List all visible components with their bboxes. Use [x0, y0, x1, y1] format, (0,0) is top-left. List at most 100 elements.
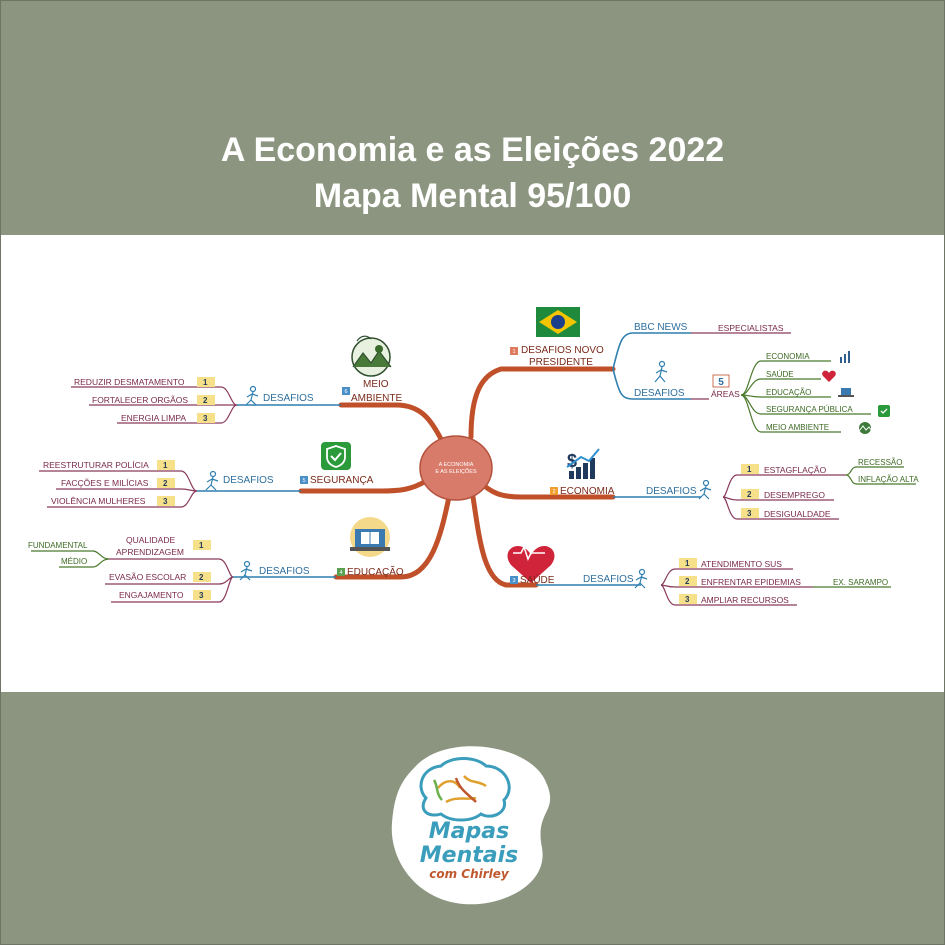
branch-number-badge — [300, 476, 308, 484]
svg-text:$: $ — [567, 451, 577, 471]
laptop-book-icon — [350, 517, 390, 557]
item-faccoes: FACÇÕES E MILÍCIAS — [61, 478, 149, 488]
central-node[interactable]: A ECONOMIA E AS ELEIÇÕES — [419, 435, 493, 501]
brain-logo-icon — [419, 757, 511, 822]
branch-number-badge — [510, 347, 518, 355]
mini-heart-icon — [822, 370, 836, 382]
item-violencia: VIOLÊNCIA MULHERES — [51, 496, 146, 506]
logo-badge — [391, 746, 551, 905]
bbc-news-label: BBC NEWS — [634, 322, 688, 333]
page-title: A Economia e as Eleições 2022 — [220, 131, 725, 169]
item-desemprego: DESEMPREGO — [764, 490, 825, 500]
especialistas-label: ESPECIALISTAS — [718, 323, 784, 333]
mini-laptop-icon — [838, 388, 854, 397]
rank-badge-3: 3 — [197, 413, 215, 423]
header-band: A Economia e as Eleições 2022 Mapa Menta… — [1, 1, 944, 235]
item-estagflacao: ESTAGFLAÇÃO — [764, 465, 827, 475]
shield-check-icon — [321, 442, 351, 470]
item-desigualdade: DESIGUALDADE — [764, 509, 831, 519]
branch-number-badge — [337, 568, 345, 576]
branch-presidente[interactable]: 1 DESAFIOS NOVO PRESIDENTE BBC NEWS ESPE… — [510, 307, 890, 434]
areas-count: 5 — [718, 377, 724, 388]
branch-line-seguranca — [298, 478, 429, 494]
branch-number: 3 — [512, 578, 515, 584]
rank-badge-2: 2 — [197, 395, 215, 405]
heart-pulse-icon — [507, 545, 555, 583]
area-educacao: EDUCAÇÃO — [766, 388, 811, 397]
branch-number-badge — [510, 576, 518, 584]
logo-text-mapas: Mapas — [428, 819, 510, 844]
desafios-label: DESAFIOS — [583, 574, 634, 585]
branch-title-line1: DESAFIOS NOVO — [521, 345, 604, 356]
walking-person-icon — [634, 568, 648, 589]
item-qualidade-1: QUALIDADE — [126, 535, 175, 545]
branch-number-badge — [550, 487, 558, 495]
branch-title: ECONOMIA — [560, 486, 615, 497]
svg-text:1: 1 — [685, 559, 690, 568]
mind-map-panel: .t{font-family:"Liberation Sans",sans-se… — [1, 235, 944, 692]
branch-line-saude — [470, 494, 539, 588]
desafios-label: DESAFIOS — [646, 486, 697, 497]
svg-text:1: 1 — [747, 465, 752, 474]
rank-badge-1: 1 — [157, 460, 175, 470]
item-medio: MÉDIO — [61, 557, 87, 566]
rank-badge-1: 1 — [197, 377, 215, 387]
rank-badge-2: 2 — [193, 572, 211, 582]
item-atendimento-sus: ATENDIMENTO SUS — [701, 559, 782, 569]
svg-text:3: 3 — [685, 595, 690, 604]
branch-saude[interactable]: 3 SAÚDE DESAFIOS 1 2 3 ATENDIMENTO SUS — [507, 545, 891, 606]
walking-person-icon — [239, 560, 253, 581]
svg-text:2: 2 — [685, 577, 690, 586]
growth-chart-icon: $ — [566, 448, 600, 479]
item-reduzir-desmatamento: REDUZIR DESMATAMENTO — [74, 377, 185, 387]
rank-badge-3: 3 — [193, 590, 211, 600]
desafios-label: DESAFIOS — [223, 475, 274, 486]
desafios-label: DESAFIOS — [634, 388, 685, 399]
branch-title-line2: AMBIENTE — [351, 393, 402, 404]
item-engajamento: ENGAJAMENTO — [119, 590, 184, 600]
areas-label: ÁREAS — [711, 389, 740, 399]
branch-number: 4 — [339, 570, 342, 576]
branch-economia[interactable]: $ 2 ECONOMIA DESAFIOS — [550, 448, 919, 520]
item-qualidade-2: APRENDIZAGEM — [116, 547, 184, 557]
logo-text-chirley: com Chirley — [429, 867, 509, 881]
rank-badge-1: 1 — [193, 540, 211, 550]
item-fundamental: FUNDAMENTAL — [28, 541, 88, 550]
item-evasao: EVASÃO ESCOLAR — [109, 572, 186, 582]
rank-badge-1: 1 — [679, 558, 697, 568]
item-ampliar-recursos: AMPLIAR RECURSOS — [701, 595, 789, 605]
branch-educacao[interactable]: 4 EDUCAÇÃO DESAFIOS QUALIDADE APRENDIZAG… — [28, 517, 404, 603]
branch-title-line2: PRESIDENTE — [529, 357, 593, 368]
svg-text:2: 2 — [199, 573, 204, 582]
area-saude: SAÚDE — [766, 370, 794, 379]
mini-shield-icon — [878, 405, 890, 417]
logo-text-mentais: Mentais — [419, 843, 519, 868]
area-economia: ECONOMIA — [766, 352, 810, 361]
rank-badge-2: 2 — [741, 489, 759, 499]
svg-text:1: 1 — [199, 541, 204, 550]
page-subtitle: Mapa Mental 95/100 — [313, 177, 632, 215]
svg-text:3: 3 — [163, 497, 168, 506]
item-recessao: RECESSÃO — [858, 458, 902, 467]
rank-badge-2: 2 — [157, 478, 175, 488]
branch-line-presidente — [468, 366, 616, 440]
branch-meio-ambiente[interactable]: 6 MEIO AMBIENTE DESAFIOS REDUZIR DESMATA… — [71, 335, 402, 424]
svg-text:1: 1 — [203, 378, 208, 387]
branch-line-meio-ambiente — [338, 402, 444, 442]
item-inflacao-alta: INFLAÇÃO ALTA — [858, 475, 919, 484]
item-fortalecer-orgaos: FORTALECER ORGÃOS — [92, 395, 188, 405]
svg-text:3: 3 — [199, 591, 204, 600]
branch-number: 2 — [552, 489, 555, 495]
branch-seguranca[interactable]: 5 SEGURANÇA DESAFIOS REESTRUTURAR POLÍCI… — [39, 442, 374, 508]
rank-badge-1: 1 — [741, 464, 759, 474]
area-meio-ambiente: MEIO AMBIENTE — [766, 423, 829, 432]
central-label-2: E AS ELEIÇÕES — [435, 468, 477, 475]
svg-text:2: 2 — [203, 396, 208, 405]
svg-text:3: 3 — [203, 414, 208, 423]
branch-number: 6 — [344, 389, 347, 395]
desafios-label: DESAFIOS — [259, 566, 310, 577]
walking-person-icon — [245, 385, 259, 406]
branch-number: 1 — [512, 349, 515, 355]
branch-title: EDUCAÇÃO — [347, 565, 404, 578]
